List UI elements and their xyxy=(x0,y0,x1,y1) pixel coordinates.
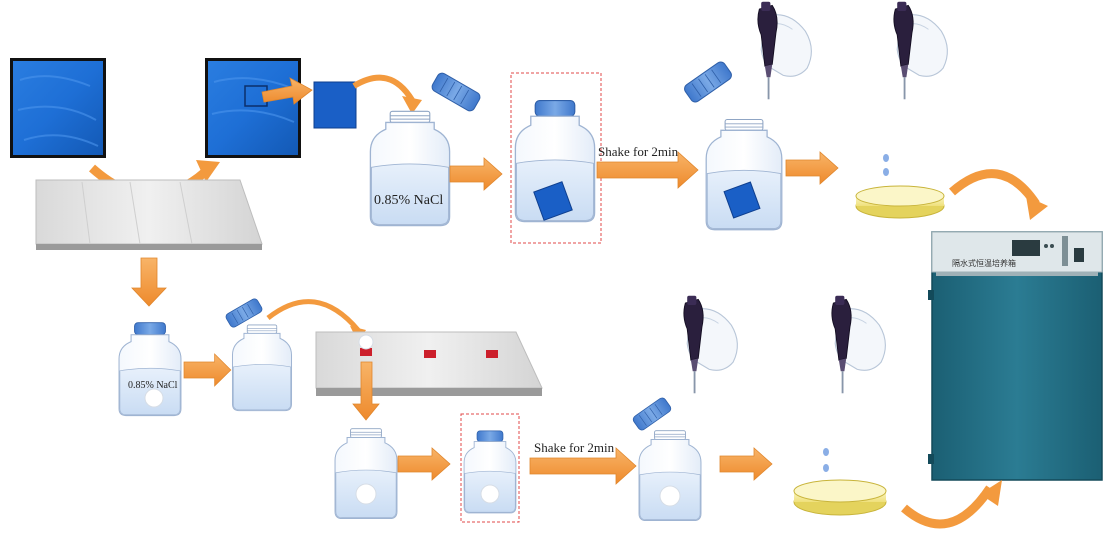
swab-in-capped-bottle xyxy=(480,484,500,504)
droplet xyxy=(823,464,829,472)
label-nacl-bottom: 0.85% NaCl xyxy=(128,380,178,391)
swab-in-bottle xyxy=(355,483,377,505)
petri-dish-top xyxy=(855,185,945,219)
arrow-right-1 xyxy=(449,157,503,191)
bottle-swab-open xyxy=(334,428,398,520)
pipette-hand-top xyxy=(750,0,813,101)
pipette-hand-drop-bottom xyxy=(824,294,887,395)
incubator: 隔水式恒温培养箱 xyxy=(928,231,1103,481)
arrow-right-3 xyxy=(183,353,232,387)
bottle-pipette-bottom xyxy=(638,430,702,522)
swab-cotton xyxy=(144,388,164,408)
work-board-bottom xyxy=(315,331,543,396)
droplet xyxy=(883,154,889,162)
work-board-top xyxy=(35,179,263,250)
towel-piece-in-bottle xyxy=(533,181,573,221)
dashed-highlight-top xyxy=(510,72,602,244)
arrow-right-5 xyxy=(719,447,773,481)
arrow-down-to-bottle xyxy=(352,361,380,421)
sample-area xyxy=(360,348,372,356)
droplet xyxy=(823,448,829,456)
sample-area xyxy=(424,350,436,358)
petri-dish-bottom xyxy=(793,479,887,516)
bottle-cap-pipette-bottom xyxy=(631,396,673,432)
dashed-highlight-bottom xyxy=(460,413,520,523)
shake-arrow-bottom xyxy=(529,447,637,485)
arrow-right-2 xyxy=(785,151,839,185)
label-shake-bottom: Shake for 2min xyxy=(534,440,615,455)
pipette-hand-drop-top xyxy=(886,0,949,101)
incubator-display xyxy=(1012,240,1040,256)
swab-on-board xyxy=(358,334,374,350)
swab-pipette-bottle xyxy=(659,485,681,507)
arrow-right-4 xyxy=(397,447,451,481)
sample-area xyxy=(486,350,498,358)
arrow-cut xyxy=(261,77,313,105)
bottle-cap-bottom-left xyxy=(224,297,264,329)
towel-full xyxy=(10,58,106,158)
incubator-label: 隔水式恒温培养箱 xyxy=(952,258,1016,268)
label-nacl-top: 0.85% NaCl xyxy=(374,193,443,208)
towel-sampled xyxy=(205,58,301,158)
bottle-open-bottom xyxy=(231,324,293,412)
bottle-cap-top xyxy=(429,70,483,114)
arrow-down-board xyxy=(131,257,167,307)
curved-arrow-bottom-to-incubator xyxy=(901,480,1002,529)
shake-arrow-top xyxy=(596,151,699,189)
curved-arrow-into-bottle xyxy=(352,74,422,114)
bottle-nacl-top xyxy=(369,110,451,227)
curved-arrow-to-incubator xyxy=(949,169,1048,220)
towel-piece-pipette xyxy=(723,181,761,219)
power-switch xyxy=(1074,248,1084,262)
bottle-cap-pipette-top xyxy=(682,59,734,105)
towel-piece xyxy=(313,81,357,129)
pipette-hand-bottom xyxy=(676,294,739,395)
label-shake-top: Shake for 2min xyxy=(598,144,679,159)
droplet xyxy=(883,168,889,176)
